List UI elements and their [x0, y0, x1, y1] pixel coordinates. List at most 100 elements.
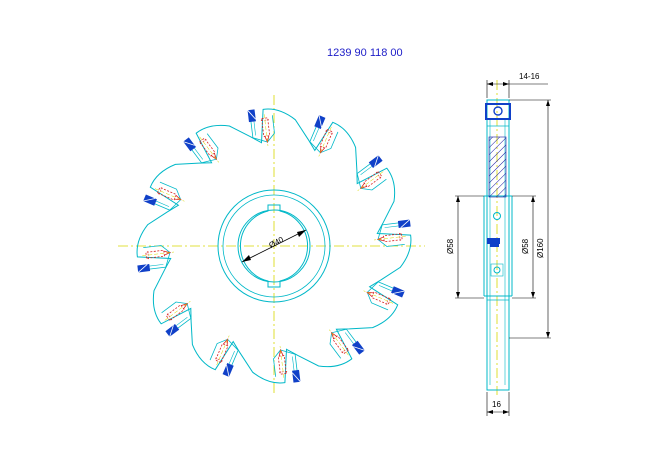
cassette-edge: [384, 225, 401, 228]
hidden-screw-body: [332, 335, 349, 355]
screw-centerline: [318, 126, 332, 157]
insert-hatch: [374, 155, 379, 167]
tooth-7: [273, 345, 301, 383]
side-mid-screw-box: [490, 263, 504, 277]
tooth-12: [183, 133, 219, 164]
tooth-9: [161, 301, 192, 337]
dim-bottom-arrow-left: [487, 410, 493, 414]
dim-hub-inner-arrow-bottom: [531, 292, 535, 298]
insert-hatch: [392, 290, 405, 294]
side-body-outline: [486, 99, 510, 391]
cassette-edge: [313, 126, 320, 142]
tooth-2: [309, 115, 339, 157]
cutter-outline: [136, 108, 412, 384]
front-view: Ø40: [118, 95, 425, 395]
carbide-insert: [368, 155, 383, 168]
bore-diameter-label: Ø40: [267, 235, 285, 250]
carbide-insert: [352, 340, 365, 355]
tooth-3: [356, 155, 387, 191]
hidden-screw-tip: [278, 348, 284, 357]
insert-hatch: [318, 115, 322, 128]
hidden-screw-tip: [330, 331, 338, 339]
hidden-screw-thread: [375, 171, 382, 179]
tooth-10: [137, 245, 175, 273]
dim-hub-label: Ø58: [446, 238, 455, 254]
tooth-5: [363, 281, 405, 311]
dim-outer-label: Ø160: [536, 238, 545, 258]
cassette-edge: [154, 200, 170, 207]
cassette-edge: [228, 350, 235, 366]
bore-dimension-arrow-end: [297, 230, 306, 237]
cassette-edge: [360, 164, 374, 176]
dim-hub-arrow-top: [456, 196, 460, 202]
insert-hatch: [400, 219, 411, 228]
dim-bottom-arrow-right: [503, 410, 509, 414]
part-number: 1239 90 118 00: [327, 47, 403, 59]
hidden-screw-body: [165, 304, 185, 321]
dim-hub-inner-label: Ø58: [521, 238, 530, 254]
tooth-1: [247, 109, 275, 147]
carbide-insert: [165, 324, 180, 337]
insert-hatch: [137, 264, 148, 273]
screw-centerline: [142, 251, 175, 257]
side-mid-screw-bottom: [493, 266, 501, 274]
cassette-edge: [147, 264, 164, 267]
cassette-edge: [344, 332, 356, 346]
carbide-insert: [183, 137, 196, 152]
hidden-screw-body: [214, 343, 229, 364]
side-top-screw: [493, 106, 503, 116]
side-mid-insert-b: [490, 244, 499, 247]
carbide-insert: [314, 115, 326, 129]
hub-outer-ring: [217, 189, 331, 303]
screw-centerline: [199, 136, 219, 163]
bore-with-keyways: [239, 204, 309, 288]
insert-hatch: [353, 346, 365, 351]
teeth-group: [137, 109, 411, 383]
hidden-screw-tip: [181, 302, 189, 310]
insert-hatch: [226, 364, 230, 377]
cassette-edge: [174, 316, 188, 328]
bore-dimension-arrow-start: [242, 255, 251, 262]
insert-hatch: [143, 198, 156, 202]
dim-bottom-width-label: 16: [492, 400, 501, 409]
side-mid-screw-top: [493, 212, 501, 220]
insert-hatch: [292, 372, 301, 383]
bore-circle: [237, 209, 311, 283]
dim-top-width-label: 14-16: [519, 72, 540, 81]
screw-centerline: [329, 329, 349, 356]
bore-dimension-line: [241, 229, 307, 263]
hidden-screw-body: [145, 249, 165, 259]
carbide-insert: [222, 363, 234, 377]
tooth-8: [209, 335, 239, 377]
side-hatched-section: [488, 136, 507, 198]
cassette-edge: [253, 119, 256, 136]
cassette-edge: [292, 356, 295, 373]
dim-outer-arrow-bottom: [546, 332, 550, 338]
hidden-screw-body: [277, 355, 287, 375]
screw-centerline: [263, 114, 269, 147]
hidden-screw-tip: [163, 250, 172, 256]
hidden-screw-body: [383, 233, 403, 243]
hidden-screw-body: [199, 137, 216, 157]
hidden-screw-body: [156, 186, 177, 201]
insert-hatch: [183, 141, 195, 146]
hidden-screw-body: [261, 117, 271, 137]
dim-top-arrow-right: [503, 82, 509, 86]
hidden-screw-body: [363, 171, 383, 188]
cassette-edge: [192, 146, 204, 160]
dim-hub-arrow-bottom: [456, 292, 460, 298]
carbide-insert: [391, 286, 405, 298]
screw-centerline: [154, 188, 185, 202]
side-top-insert: [485, 103, 511, 120]
dim-top-arrow-left: [487, 82, 493, 86]
insert-hatch: [169, 325, 174, 337]
side-mid-insert: [487, 238, 500, 244]
screw-centerline: [164, 301, 191, 321]
dim-outer-arrow-top: [546, 100, 550, 106]
dim-hub-inner-arrow-top: [531, 196, 535, 202]
hub-inner-ring: [222, 194, 326, 298]
carbide-insert: [143, 194, 157, 206]
insert-hatch: [247, 109, 256, 120]
tooth-6: [329, 328, 365, 359]
